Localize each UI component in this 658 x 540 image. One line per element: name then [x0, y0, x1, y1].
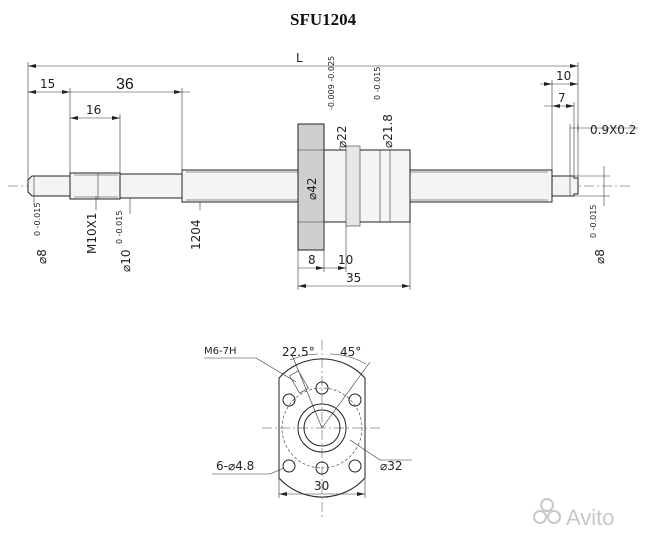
mounting-hole	[315, 461, 329, 475]
dim-d10: ⌀10	[119, 250, 133, 273]
dim-d8-left-tol: 0 -0.015	[33, 203, 42, 236]
holes-label: 6-⌀4.8	[216, 459, 254, 473]
angle-22-5: 22.5°	[282, 345, 315, 359]
bore-outer	[297, 403, 347, 453]
lube-port	[289, 370, 309, 394]
dim-10-right: 10	[556, 69, 571, 83]
bore-inner	[303, 409, 341, 447]
front-view: L 15 36 16 10 7 0.9X0.2 ⌀8 0	[8, 51, 638, 290]
dim-d8-left: ⌀8	[35, 249, 49, 264]
dim-d218-tol: 0 -0.015	[373, 67, 382, 100]
watermark: Avito	[533, 498, 615, 530]
dim-flange-10: 10	[338, 253, 353, 267]
dim-d8-right-tol: 0 -0.015	[589, 205, 598, 238]
mounting-hole	[348, 459, 362, 473]
dim-d42: ⌀42	[305, 178, 319, 201]
nut-body	[323, 149, 411, 223]
pcd-label: ⌀32	[380, 459, 403, 473]
dim-15: 15	[40, 77, 55, 91]
dim-d22-tol: -0.009 -0.025	[327, 56, 336, 110]
dim-36: 36	[116, 76, 134, 93]
mounting-hole	[282, 459, 296, 473]
drawing-title: SFU1204	[290, 10, 357, 29]
length-label: L	[296, 51, 303, 65]
thread-segment	[69, 172, 121, 200]
side-view: 22.5° 45° M6-7H 6-⌀4.8 ⌀32 30	[204, 340, 412, 520]
angle-45: 45°	[340, 345, 361, 359]
dim-d10-tol: 0 -0.015	[115, 211, 124, 244]
watermark-text: Avito	[566, 505, 615, 530]
mounting-hole	[315, 381, 329, 395]
dim-7: 7	[558, 91, 566, 105]
dim-d22: ⌀22	[335, 126, 349, 149]
dim-d8-right: ⌀8	[593, 249, 607, 264]
mounting-hole	[348, 393, 362, 407]
dim-35: 35	[346, 271, 361, 285]
thread-label: M6-7H	[204, 346, 236, 357]
dim-d218: ⌀21.8	[381, 114, 395, 148]
dim-chamfer: 0.9X0.2	[590, 123, 636, 137]
dim-m10: M10X1	[85, 213, 99, 254]
right-journal	[551, 175, 579, 197]
width-label: 30	[314, 479, 329, 493]
dim-flange-8: 8	[308, 253, 316, 267]
mounting-hole	[282, 393, 296, 407]
dim-1204: 1204	[189, 219, 203, 250]
bearing-seat	[119, 173, 183, 199]
dim-16: 16	[86, 103, 101, 117]
